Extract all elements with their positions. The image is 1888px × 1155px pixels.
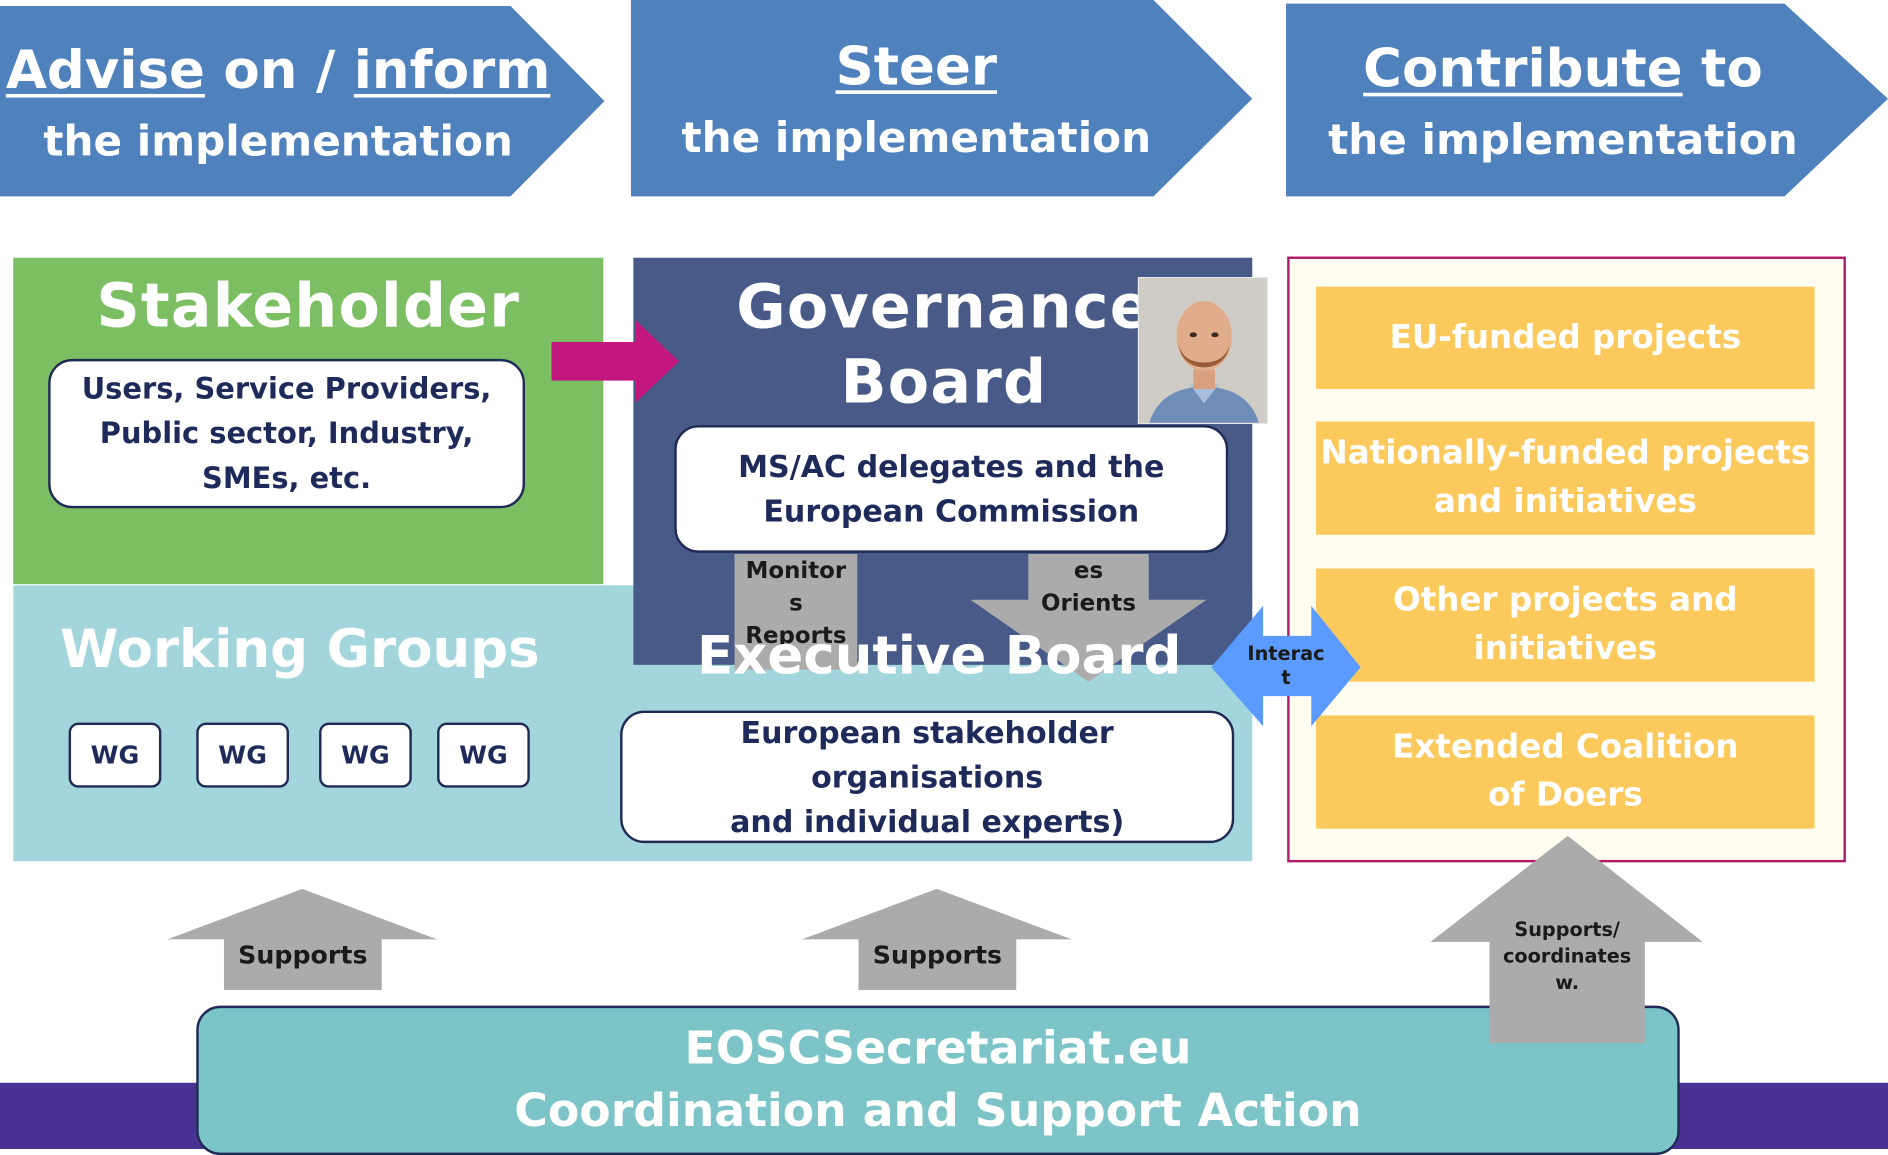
secretariat-line2: Coordination and Support Action bbox=[514, 1083, 1362, 1137]
wg-box: WG bbox=[196, 722, 289, 788]
chevron-contribute: Contribute to the implementation bbox=[1285, 0, 1888, 198]
monitors-label-line: Reports bbox=[745, 622, 847, 650]
supports-label-middle: Supports bbox=[872, 940, 1003, 970]
stakeholder-title: Stakeholder bbox=[96, 270, 521, 341]
contributor-line: of Doers bbox=[1488, 776, 1643, 815]
orientates-label-line: Orients bbox=[1041, 590, 1136, 617]
chevron-steer-shape bbox=[630, 0, 1253, 197]
secretariat-box bbox=[196, 1005, 1680, 1155]
executive-member-line: and individual experts) bbox=[730, 803, 1125, 839]
interact-label: Interac t bbox=[1238, 642, 1334, 690]
governance-title-line1: Governance bbox=[736, 272, 1152, 343]
monitors-label-line: s bbox=[789, 590, 803, 617]
eu-funded-projects-box: EU-funded projects bbox=[1316, 286, 1815, 390]
chevron-advise-shape bbox=[0, 6, 605, 197]
supports-arrow-middle bbox=[801, 888, 1072, 991]
supports-arrow-left bbox=[167, 888, 438, 991]
inform-word: inform bbox=[353, 39, 551, 102]
interact-double-arrow bbox=[1211, 605, 1361, 727]
governance-member-line: MS/AC delegates and the bbox=[738, 449, 1165, 485]
advise-word: Advise bbox=[5, 39, 205, 102]
wg-box: WG bbox=[319, 722, 412, 788]
interact-label-line: t bbox=[1281, 666, 1291, 689]
chevron-steer-line2: the implementation bbox=[681, 114, 1152, 163]
supports-coordinates-line: Supports/ bbox=[1514, 917, 1620, 941]
working-groups-title: Working Groups bbox=[59, 619, 540, 681]
to-word: to bbox=[1682, 38, 1763, 100]
supports-coordinates-line: w. bbox=[1555, 970, 1580, 994]
contributor-line: and initiatives bbox=[1433, 482, 1697, 521]
contributor-line: Other projects and bbox=[1393, 581, 1738, 620]
portrait-illustration bbox=[1139, 278, 1267, 423]
executive-members-box: European stakeholder organisations and i… bbox=[620, 710, 1235, 844]
supports-coordinates-line: coordinates bbox=[1502, 944, 1632, 968]
supports-coordinates-arrow bbox=[1430, 835, 1703, 1044]
chevron-contribute-line1: Contribute to bbox=[1286, 39, 1840, 102]
governance-title-line2: Board bbox=[840, 346, 1048, 417]
chevron-advise: Advise on / inform the implementation bbox=[0, 0, 605, 198]
nationally-funded-projects-box: Nationally-funded projects and initiativ… bbox=[1316, 421, 1815, 535]
governance-members-box: MS/AC delegates and the European Commiss… bbox=[674, 425, 1229, 553]
chevron-advise-line1: Advise on / inform bbox=[0, 40, 556, 103]
contributor-line: initiatives bbox=[1473, 629, 1657, 668]
extended-coalition-box: Extended Coalition of Doers bbox=[1316, 715, 1815, 829]
chevron-steer-line1: Steer bbox=[631, 36, 1202, 99]
contributor-line: Extended Coalition bbox=[1392, 728, 1739, 766]
portrait-photo bbox=[1137, 277, 1268, 424]
other-projects-box: Other projects and initiatives bbox=[1316, 568, 1815, 682]
stakeholder-member-line: SMEs, etc. bbox=[202, 460, 372, 495]
supports-label-left: Supports bbox=[238, 940, 368, 970]
wg-box: WG bbox=[437, 722, 530, 788]
steer-word: Steer bbox=[835, 36, 998, 98]
executive-board-title: Executive Board bbox=[696, 625, 1182, 687]
contributor-line: Nationally-funded projects bbox=[1320, 434, 1811, 473]
orientates-label-line: es bbox=[1073, 557, 1104, 585]
contribute-word: Contribute bbox=[1363, 38, 1683, 100]
orientates-label: es Orients bbox=[1028, 555, 1148, 620]
monitors-reports-label: Monitor s Reports bbox=[735, 555, 858, 653]
chevron-contribute-shape bbox=[1285, 3, 1888, 197]
monitors-label-line: Monitor bbox=[745, 557, 847, 585]
stakeholder-member-line: Users, Service Providers, bbox=[81, 371, 492, 406]
orientates-arrow bbox=[970, 554, 1207, 682]
chevron-advise-line2: the implementation bbox=[43, 118, 513, 167]
stakeholder-members-box: Users, Service Providers, Public sector,… bbox=[48, 358, 525, 509]
chevron-steer: Steer the implementation bbox=[630, 0, 1253, 198]
secretariat-line1: EOSCSecretariat.eu bbox=[684, 1021, 1192, 1075]
executive-member-line: European stakeholder organisations bbox=[740, 714, 1114, 795]
chevron-contribute-line2: the implementation bbox=[1328, 116, 1798, 166]
wg-box: WG bbox=[68, 722, 162, 788]
stakeholder-to-governance-arrow bbox=[551, 320, 680, 403]
governance-member-line: European Commission bbox=[763, 493, 1140, 529]
supports-coordinates-label: Supports/ coordinates w. bbox=[1489, 917, 1644, 996]
monitors-reports-arrow bbox=[734, 554, 858, 670]
interact-label-line: Interac bbox=[1247, 641, 1325, 665]
contributor-line: EU-funded projects bbox=[1389, 318, 1742, 356]
on-word: on / bbox=[204, 39, 354, 102]
stakeholder-member-line: Public sector, Industry, bbox=[99, 416, 474, 450]
